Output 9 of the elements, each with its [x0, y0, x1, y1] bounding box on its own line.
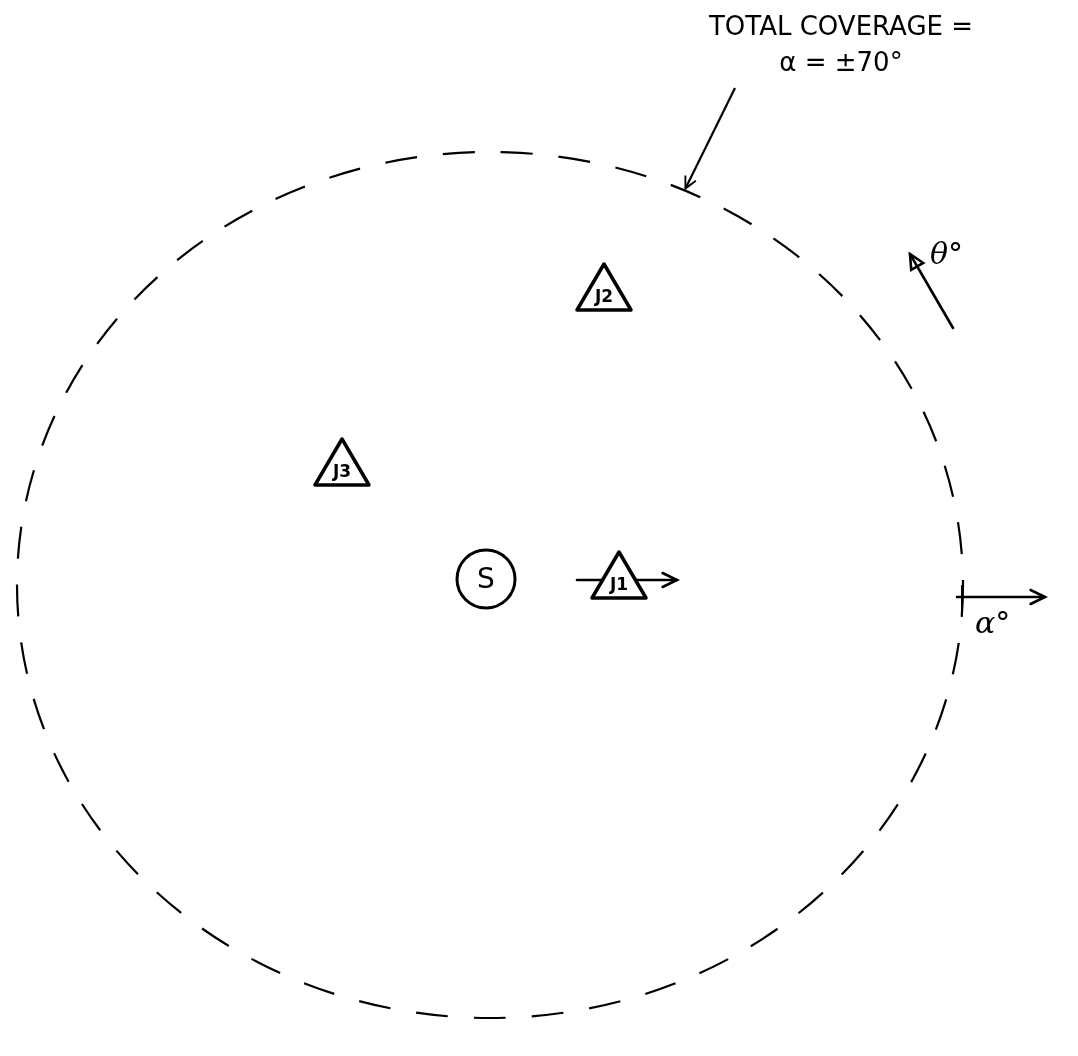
angle-label: θ° — [930, 236, 964, 271]
angle-label: α° — [975, 605, 1011, 640]
triangle-symbol: J3 — [313, 437, 371, 487]
dashed-circle — [15, 150, 965, 1020]
annotation-text: TOTAL COVERAGE = α = ±70° — [705, 8, 977, 88]
circle-symbol: S — [455, 548, 517, 610]
leader-arrow — [684, 87, 736, 190]
triangle-symbol: J1 — [590, 550, 648, 600]
triangle-symbol: J2 — [575, 262, 633, 312]
